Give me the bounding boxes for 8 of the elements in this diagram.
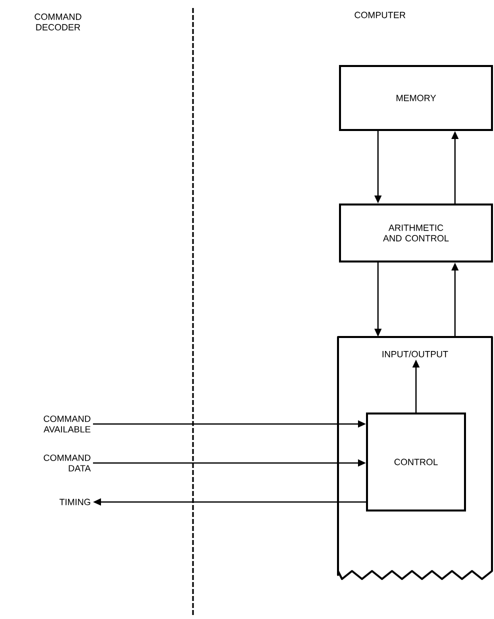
section-heading: COMPUTER [354, 12, 406, 18]
block-box: MEMORY [339, 65, 493, 131]
section-heading: COMMAND DECODER [34, 14, 82, 30]
signal-label: COMMAND AVAILABLE [44, 416, 90, 432]
signal-label: TIMING [60, 498, 90, 506]
block-box: CONTROL [366, 412, 466, 512]
signal-label: COMMAND DATA [44, 454, 91, 472]
block-box: ARITHMETIC AND CONTROL [339, 204, 493, 262]
